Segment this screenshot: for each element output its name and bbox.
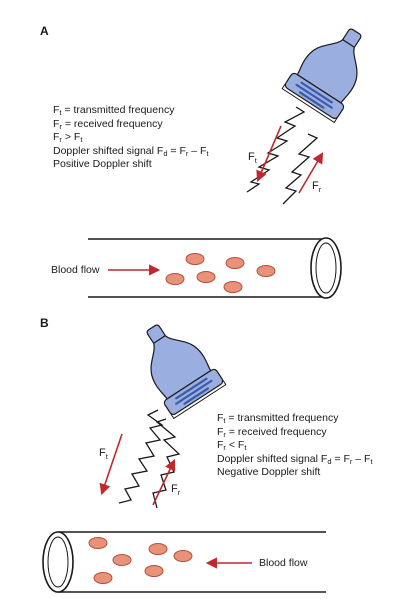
red-blood-cell (148, 543, 168, 555)
legend-a-inequality: Fr > Ft (53, 131, 83, 145)
legend-b-inequality: Fr < Ft (217, 439, 247, 453)
panel-b-legend: Ft = transmitted frequency Fr = received… (217, 412, 373, 480)
red-blood-cells-a (165, 253, 276, 293)
red-blood-cell (112, 554, 132, 566)
ft-label-a: Ft (248, 151, 258, 165)
legend-a-summary: Positive Doppler shift (53, 158, 152, 171)
transmitted-wave-a (246, 106, 306, 193)
blood-flow-label-b: Blood flow (259, 557, 308, 569)
red-blood-cell (223, 281, 243, 293)
panel-a-label: A (40, 24, 49, 38)
ultrasound-probe-b (146, 324, 227, 420)
ultrasound-probe-a (281, 28, 362, 124)
legend-a-received: Fr = received frequency (53, 117, 163, 131)
transmitted-wave-b (118, 409, 164, 504)
red-blood-cell (256, 265, 276, 277)
red-blood-cell (173, 550, 193, 562)
legend-b-transmitted: Ft = transmitted frequency (217, 412, 339, 425)
legend-a-shift-formula: Doppler shifted signal Fd = Fr – Ft (53, 144, 209, 158)
ft-label-b: Ft (99, 447, 109, 461)
red-blood-cell (225, 257, 245, 269)
blood-vessel-a (88, 237, 342, 299)
fr-label-b: Fr (171, 483, 181, 497)
received-arrow-b (152, 458, 176, 506)
legend-b-shift-formula: Doppler shifted signal Fd = Fr – Ft (217, 452, 373, 466)
red-blood-cells-b (88, 537, 193, 584)
panel-a-legend: Ft = transmitted frequency Fr = received… (53, 104, 209, 172)
received-arrow-a (298, 152, 324, 194)
panel-b-label: B (40, 316, 49, 330)
legend-b-summary: Negative Doppler shift (217, 466, 321, 479)
legend-a-transmitted: Ft = transmitted frequency (53, 104, 175, 117)
red-blood-cell (88, 537, 108, 549)
red-blood-cell (144, 565, 164, 577)
blood-flow-label-a: Blood flow (51, 264, 100, 276)
red-blood-cell (196, 271, 216, 283)
red-blood-cell (165, 273, 185, 285)
legend-b-received: Fr = received frequency (217, 425, 327, 439)
red-blood-cell (93, 572, 113, 584)
transmitted-arrow-b (99, 433, 123, 496)
fr-label-a: Fr (312, 180, 322, 194)
received-wave-a (282, 133, 319, 205)
transmitted-arrow-a (256, 125, 282, 183)
red-blood-cell (185, 253, 205, 265)
received-wave-b (152, 418, 181, 509)
blood-vessel-b (42, 531, 326, 593)
